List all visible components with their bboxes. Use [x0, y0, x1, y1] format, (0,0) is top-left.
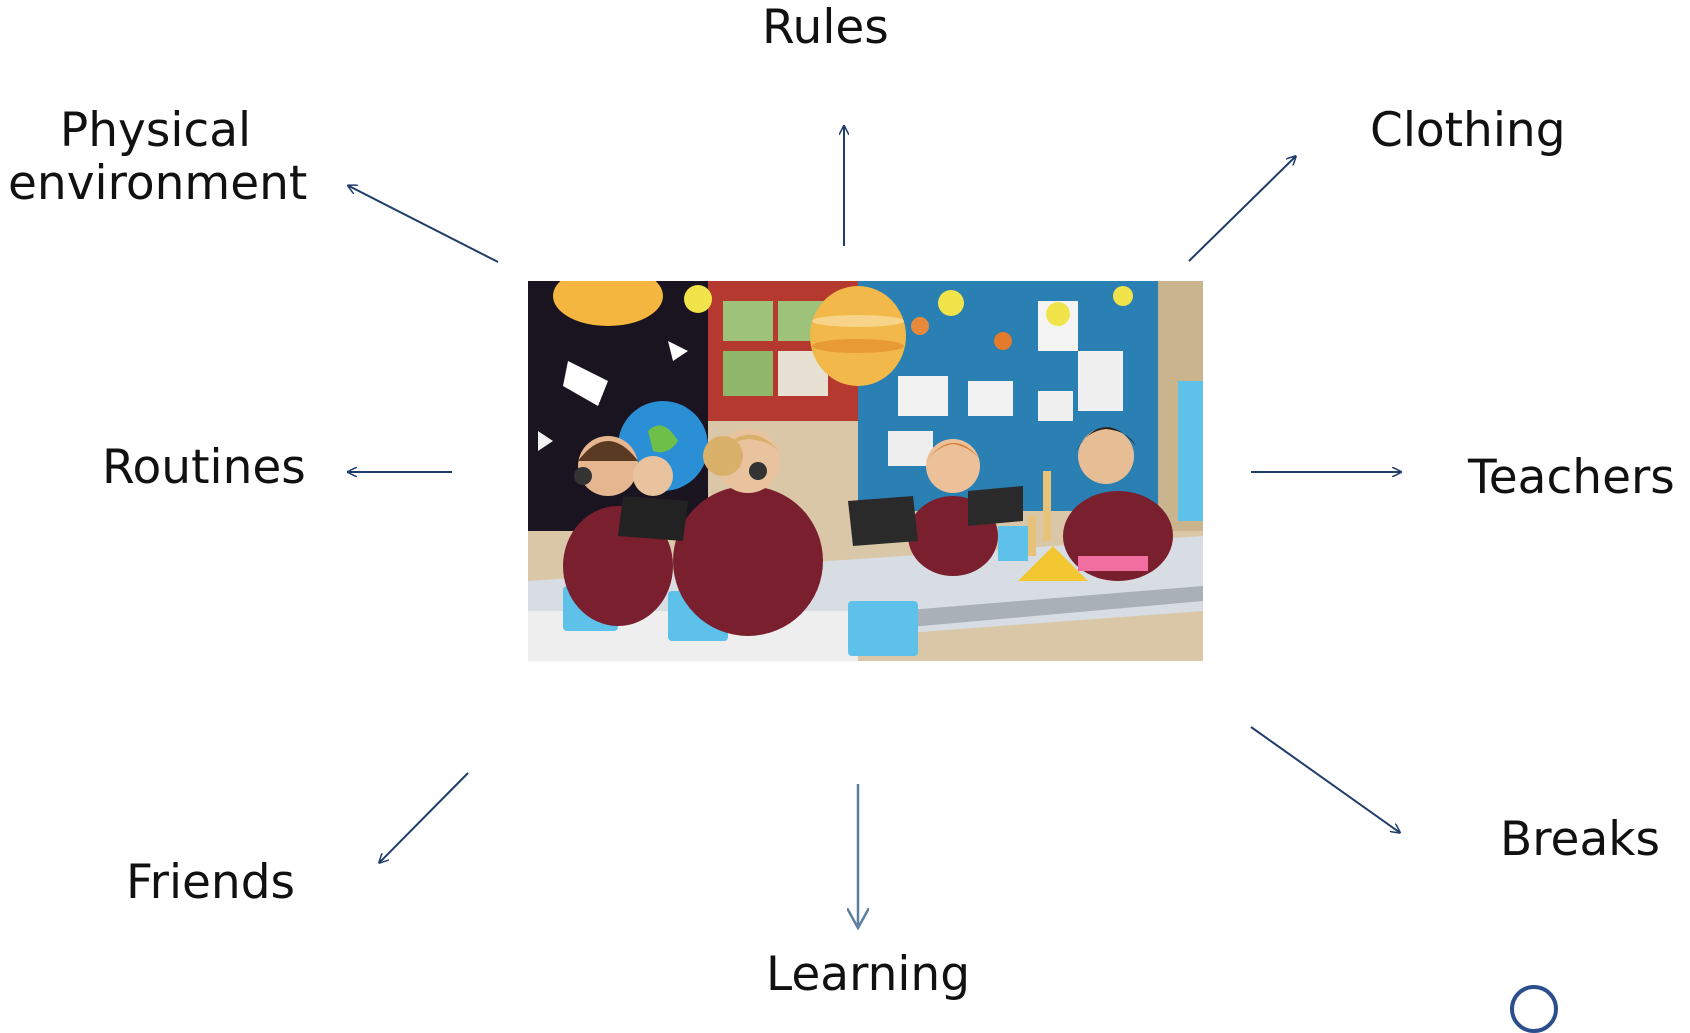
label-clothing: Clothing: [1370, 103, 1566, 158]
arrows-layer: [0, 0, 1690, 999]
corner-circle-icon: [1510, 985, 1558, 1033]
label-physical-line1: Physical: [59, 103, 252, 158]
classroom-photo: [528, 281, 1203, 661]
arrow-breaks: [1250, 726, 1399, 832]
arrow-clothing: [1188, 157, 1295, 262]
label-rules: Rules: [762, 0, 889, 55]
label-physical-environment: Physical environment: [8, 103, 308, 211]
label-breaks: Breaks: [1500, 812, 1660, 867]
label-learning: Learning: [766, 947, 971, 1002]
classroom-illustration: [528, 281, 1203, 661]
label-teachers: Teachers: [1468, 450, 1675, 505]
arrow-physical-environment: [349, 186, 499, 263]
label-physical-line2: environment: [8, 155, 308, 211]
label-routines: Routines: [102, 440, 306, 495]
label-friends: Friends: [126, 855, 296, 910]
arrow-friends: [380, 772, 469, 862]
